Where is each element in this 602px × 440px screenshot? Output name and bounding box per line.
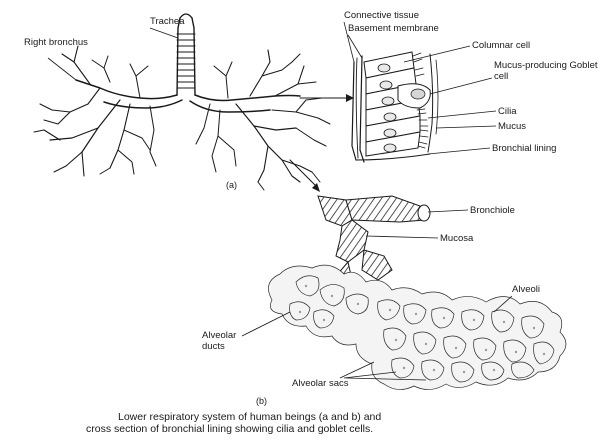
bronchial-lining-cross-section [352,52,438,162]
main-bronchi [76,80,300,112]
mucus-cell-label-box: Mucus-producing Goblet cell [494,60,598,90]
figure-caption: Lower respiratory system of human beings… [86,411,381,435]
bronchial-lining-label: Bronchial lining [492,143,556,154]
part-a-labels: Trachea Right bronchus (a) [24,16,237,190]
mucus-layer [428,54,438,152]
part-a-marker: (a) [226,180,237,190]
alveolar-ducts-label: Alveolar ducts [202,330,246,352]
basement-membrane-label: Basement membrane [348,23,439,34]
mucus-cell-label: Mucus-producing Goblet cell [494,60,598,82]
cilia-label: Cilia [498,106,517,117]
arrow-to-cross-section [300,94,354,102]
trachea-label: Trachea [150,16,185,27]
part-b-marker: (b) [256,396,267,406]
alveolar-sacs-label: Alveolar sacs [292,378,349,389]
alveolar-ducts-label-box: Alveolar ducts [202,330,272,360]
left-branches [34,46,156,176]
bronchiole-label: Bronchiole [470,205,515,216]
right-bronchus-label-text: Right bronchus [24,37,88,48]
alveoli-label: Alveoli [512,284,540,295]
right-branches [196,50,330,190]
connective-tissue-label: Connective tissue [344,10,419,21]
caption-line-1: Lower respiratory system of human beings… [118,411,381,423]
caption-line-2: cross section of bronchial lining showin… [86,423,373,435]
columnar-cell-label: Columnar cell [472,40,530,51]
mucus-label: Mucus [498,121,526,132]
right-bronchus-label: Right bronchus [24,37,88,48]
goblet-cell [398,84,430,108]
mucosa-label: Mucosa [440,233,474,244]
